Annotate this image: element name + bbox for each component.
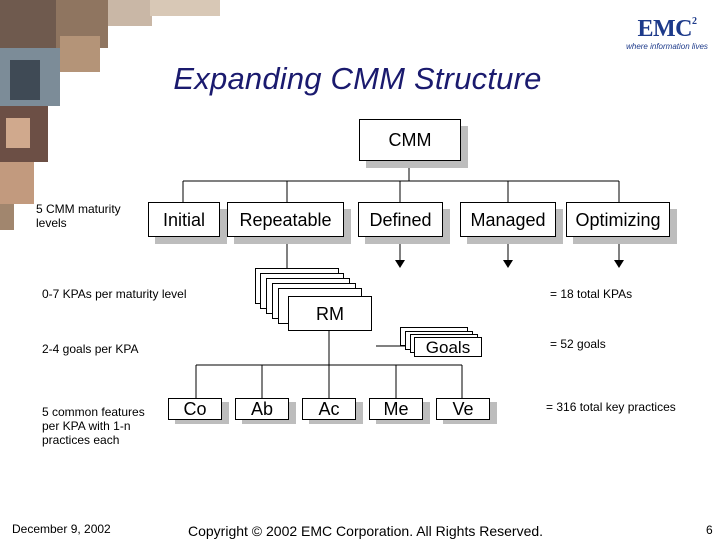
level-label: Repeatable (239, 209, 332, 230)
level-label: Initial (162, 209, 206, 230)
cmm-root-box: CMM (359, 119, 461, 161)
arrowhead (614, 260, 624, 268)
kpa-box-rm: RM (288, 296, 372, 331)
goal-label: Goals (425, 337, 471, 357)
feature-label: Ab (250, 399, 274, 419)
cmm-root-label: CMM (388, 130, 432, 150)
page-number: 6 (706, 523, 713, 537)
total-practices: = 316 total key practices (546, 400, 676, 414)
level-box-repeatable: Repeatable (227, 202, 344, 237)
level-label: Managed (470, 209, 546, 230)
photo-collage (0, 0, 220, 230)
feature-label: Me (383, 399, 409, 419)
level-label: Defined (369, 209, 432, 230)
feature-box-co: Co (168, 398, 222, 420)
kpa-label: RM (316, 303, 344, 324)
goal-box: Goals (414, 337, 482, 357)
annotation-kpas: 0-7 KPAs per maturity level (42, 287, 187, 301)
level-box-optimizing: Optimizing (566, 202, 670, 237)
total-kpas: = 18 total KPAs (550, 287, 633, 301)
total-goals: = 52 goals (550, 337, 606, 351)
arrowhead (503, 260, 513, 268)
logo-superscript: 2 (692, 16, 697, 27)
level-box-managed: Managed (460, 202, 556, 237)
feature-label: Ac (318, 399, 340, 419)
footer-copyright: Copyright © 2002 EMC Corporation. All Ri… (188, 523, 544, 539)
level-label: Optimizing (575, 209, 661, 230)
emc-logo: EMC2 where information lives (620, 10, 714, 51)
feature-box-ve: Ve (436, 398, 490, 420)
feature-box-ac: Ac (302, 398, 356, 420)
annotation-levels: 5 CMM maturity levels (36, 202, 121, 230)
level-box-initial: Initial (148, 202, 220, 237)
feature-label: Co (183, 399, 207, 419)
annotation-features: 5 common features per KPA with 1-n pract… (42, 405, 145, 447)
feature-label: Ve (452, 399, 474, 419)
slide-title: Expanding CMM Structure (173, 60, 542, 96)
level-box-defined: Defined (358, 202, 443, 237)
feature-box-me: Me (369, 398, 423, 420)
footer-date: December 9, 2002 (12, 522, 111, 536)
feature-box-ab: Ab (235, 398, 289, 420)
annotation-goals: 2-4 goals per KPA (42, 342, 139, 356)
logo-word: EMC (637, 16, 693, 42)
logo-tagline: where information lives (626, 42, 708, 51)
arrowhead (395, 260, 405, 268)
